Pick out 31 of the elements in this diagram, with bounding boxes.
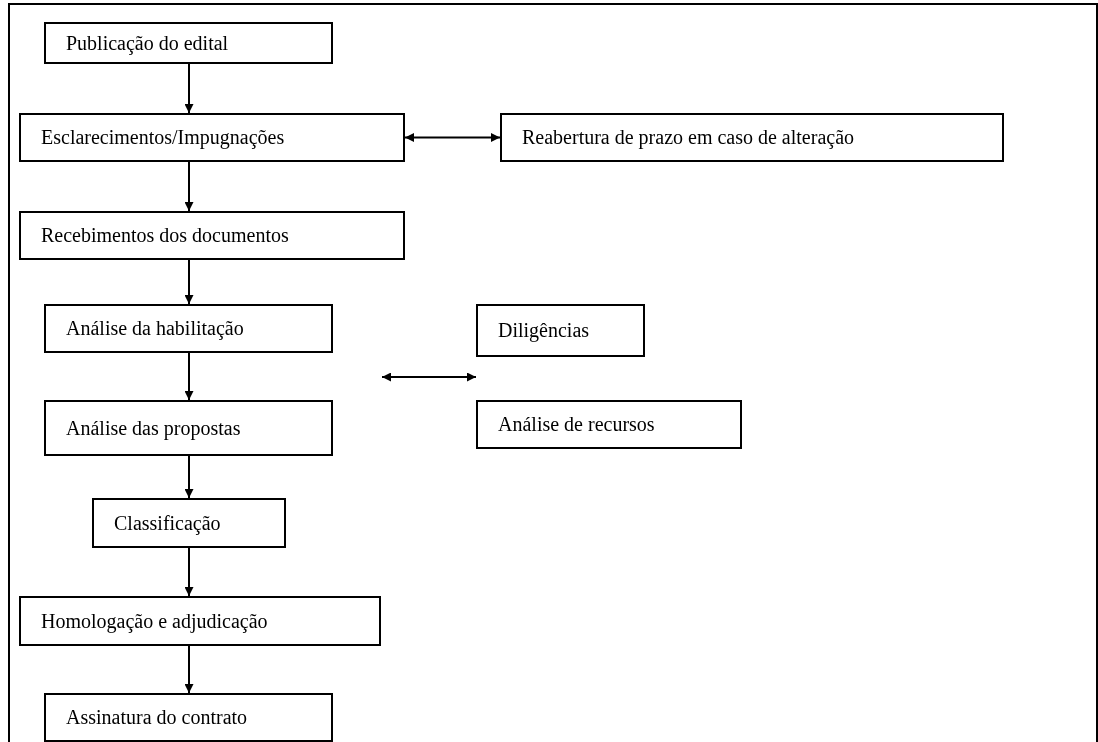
arrow: [184, 259, 194, 305]
step-label: Análise da habilitação: [66, 317, 244, 340]
arrow: [184, 63, 194, 114]
double-arrow: [381, 372, 477, 382]
process-box: [19, 596, 381, 646]
step-label: Recebimentos dos documentos: [41, 224, 289, 247]
step-label: Assinatura do contrato: [66, 706, 248, 729]
process-box: [44, 22, 333, 64]
process-box: [500, 113, 1004, 162]
process-box: [19, 211, 405, 260]
process-box: [44, 304, 333, 353]
process-box: [44, 400, 333, 456]
process-box: [476, 304, 645, 357]
step-label: Diligências: [498, 319, 590, 342]
process-box: [44, 693, 333, 742]
process-box: [476, 400, 742, 449]
step-label: Publicação do edital: [66, 31, 229, 55]
process-box: [92, 498, 286, 548]
step-label: Esclarecimentos/Impugnações: [41, 126, 285, 149]
arrow: [184, 547, 194, 597]
arrow: [184, 161, 194, 212]
double-arrow: [404, 133, 501, 142]
step-label: Análise de recursos: [498, 413, 655, 436]
arrow: [184, 455, 194, 499]
step-label: Reabertura de prazo em caso de alteração: [522, 126, 855, 149]
step-label: Classificação: [114, 511, 221, 535]
process-box: [19, 113, 405, 162]
step-label: Análise das propostas: [66, 416, 241, 440]
step-label: Homologação e adjudicação: [41, 609, 268, 633]
arrow: [184, 352, 194, 401]
arrow: [184, 645, 194, 694]
